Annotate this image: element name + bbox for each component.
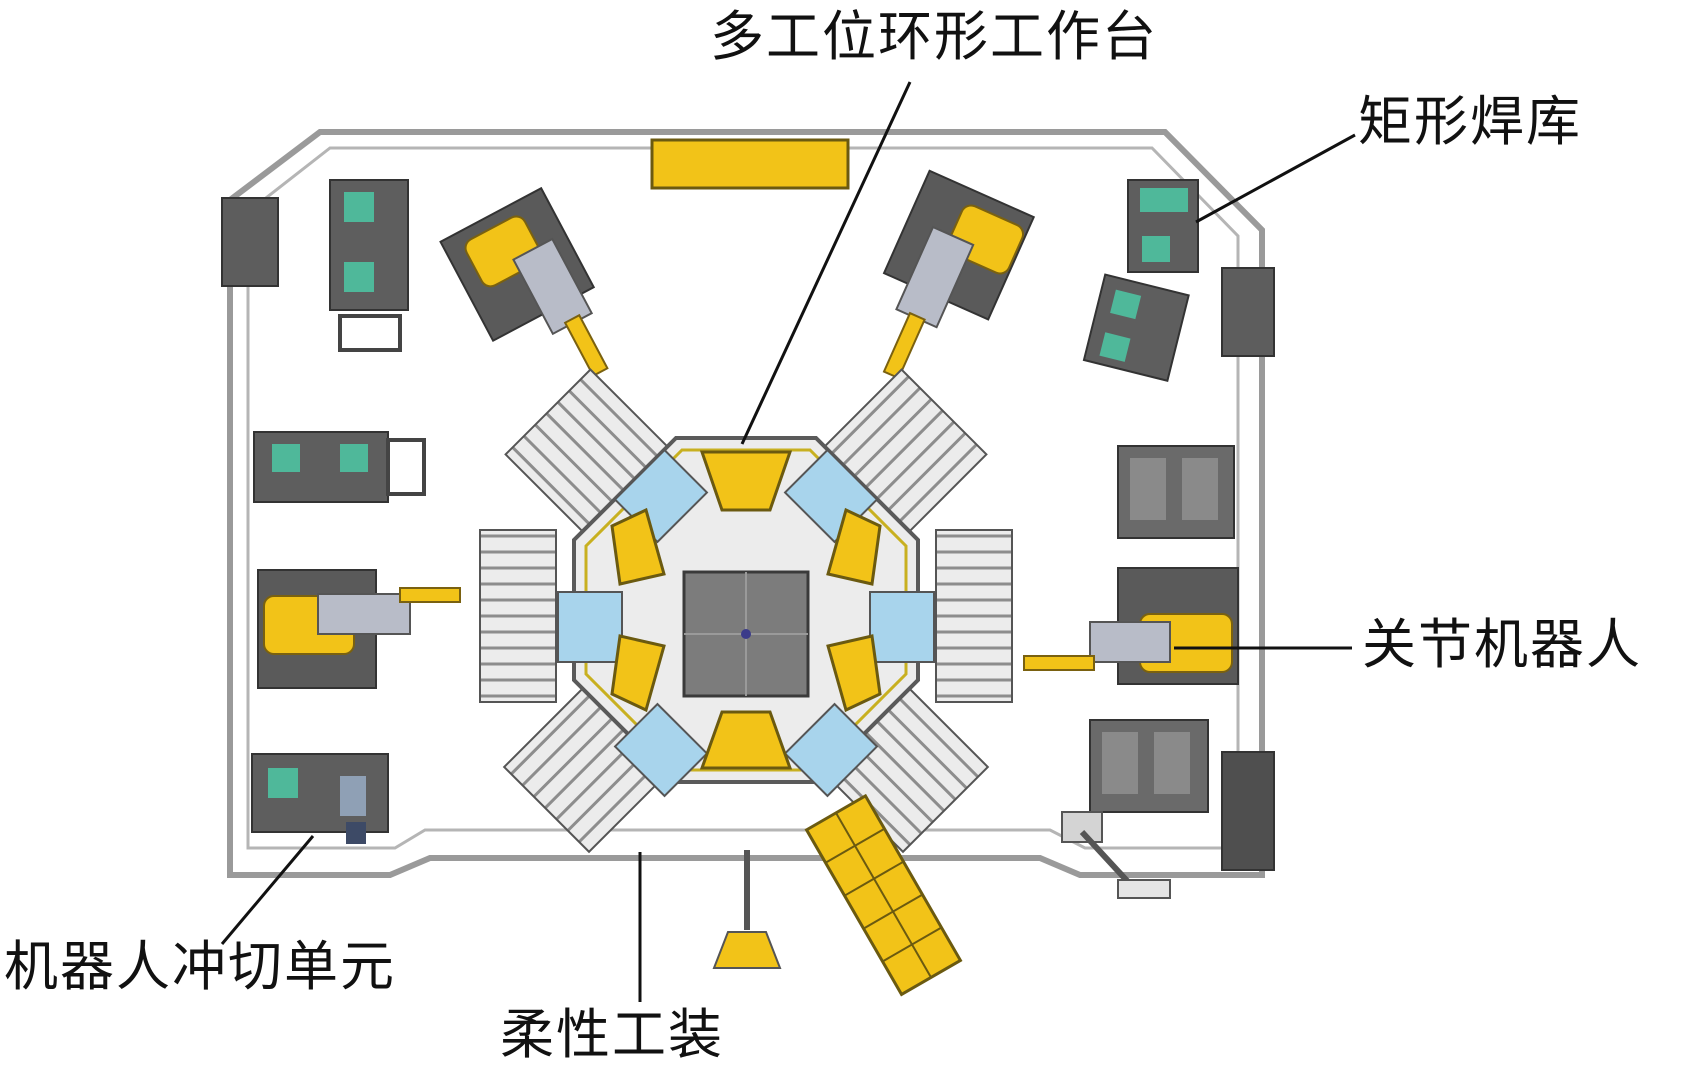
ring-worktable: [479, 368, 1013, 854]
control-cabinet-right-upper: [1221, 267, 1275, 357]
bottom-center-post: [712, 850, 782, 969]
safety-fence: [227, 129, 1265, 878]
robot-punch-cell: [251, 753, 389, 844]
joint-robot-top-left: [439, 186, 609, 378]
label-punch-unit: 机器人冲切单元: [4, 935, 396, 998]
label-welding-library: 矩形焊库: [1358, 90, 1582, 153]
conveyor-arm-right: [935, 529, 1013, 703]
joint-robot-right: [1023, 567, 1239, 685]
label-flexible-tooling: 柔性工装: [500, 1003, 724, 1066]
infeed-ramp: [804, 793, 963, 997]
yellow-stations: [610, 450, 882, 770]
joint-robot-top-right: [882, 169, 1036, 380]
gripper-station-upper: [1117, 445, 1235, 539]
fixture-pads: [557, 448, 935, 798]
conveyor-arm-left: [479, 529, 557, 703]
label-joint-robot: 关节机器人: [1362, 613, 1642, 676]
left-storage-station-top: [329, 179, 409, 352]
rectangular-welding-library: [1082, 179, 1199, 382]
joint-robot-left: [257, 569, 461, 689]
control-cabinet-top-left: [221, 197, 279, 287]
leader-lines: [220, 81, 1356, 1002]
label-ring-worktable: 多工位环形工作台: [710, 5, 1158, 68]
bottom-right-bench: [1061, 811, 1171, 899]
left-storage-station-middle: [253, 431, 426, 503]
overhead-beam: [650, 138, 850, 190]
control-cabinet-right-lower: [1221, 751, 1275, 871]
gripper-station-lower: [1089, 719, 1209, 813]
